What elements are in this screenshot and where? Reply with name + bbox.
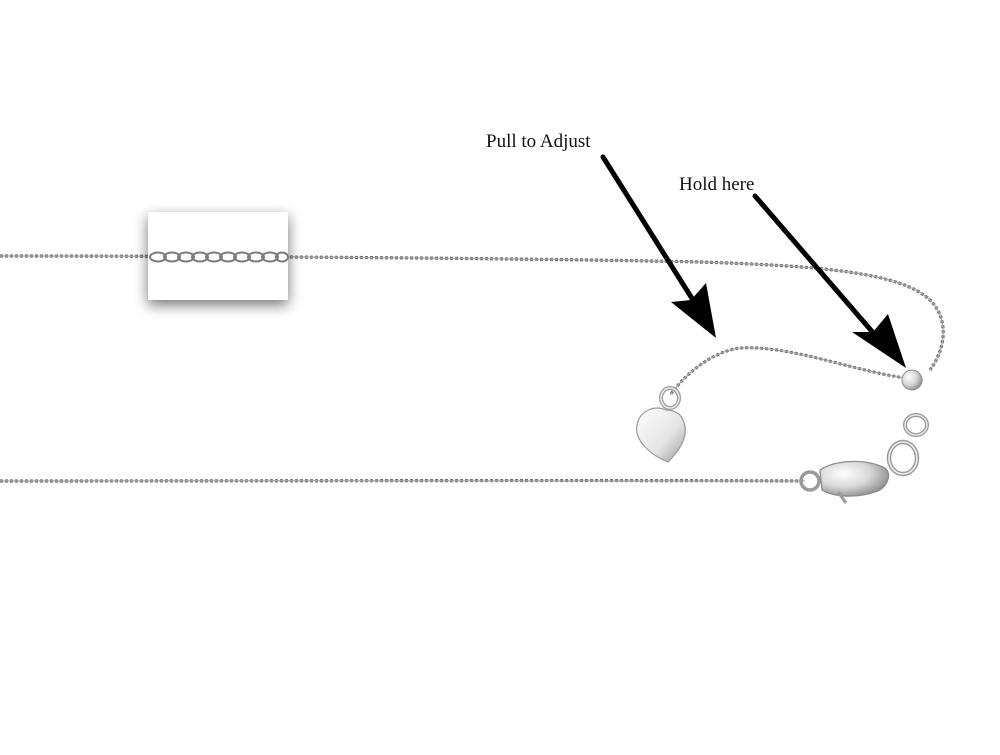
upper-chain-strand — [0, 256, 943, 370]
arrow-down-left-icon — [755, 196, 906, 368]
jump-ring-lower — [889, 442, 917, 474]
heart-tag-icon — [637, 388, 686, 462]
jump-ring-upper — [905, 415, 927, 435]
closeup-chain-links — [148, 253, 288, 262]
slider-bead-icon — [902, 370, 922, 390]
adjustable-tail-strand — [670, 348, 905, 395]
lobster-clasp-icon — [801, 461, 889, 503]
pull-to-adjust-label: Pull to Adjust — [486, 132, 591, 151]
hold-here-label: Hold here — [679, 175, 754, 194]
